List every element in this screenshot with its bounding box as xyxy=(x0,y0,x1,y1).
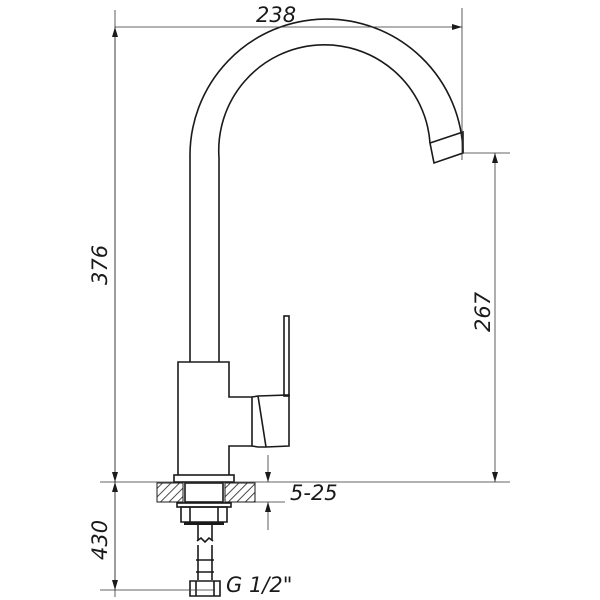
hose xyxy=(196,525,214,580)
countertop-right xyxy=(224,482,256,503)
mixer-body xyxy=(177,361,253,475)
handle xyxy=(251,394,290,448)
dimension-lines xyxy=(100,8,510,597)
hose-nut xyxy=(189,580,221,597)
dim-thread: G 1/2" xyxy=(226,573,292,597)
dim-width: 238 xyxy=(256,3,296,27)
dim-height-total: 376 xyxy=(88,245,112,285)
dim-countertop: 5-25 xyxy=(290,481,338,505)
spout-tip xyxy=(429,130,464,165)
dim-spout-height: 267 xyxy=(471,291,495,332)
nut-base xyxy=(184,522,224,525)
lever xyxy=(283,315,290,397)
countertop-left xyxy=(156,482,184,503)
faucet-body xyxy=(156,18,464,597)
dim-hose-length: 430 xyxy=(88,520,112,560)
spout-inner xyxy=(217,43,431,362)
base-plate xyxy=(173,474,235,483)
nut xyxy=(180,506,228,523)
shank xyxy=(184,482,224,503)
spout-outer xyxy=(189,18,464,362)
